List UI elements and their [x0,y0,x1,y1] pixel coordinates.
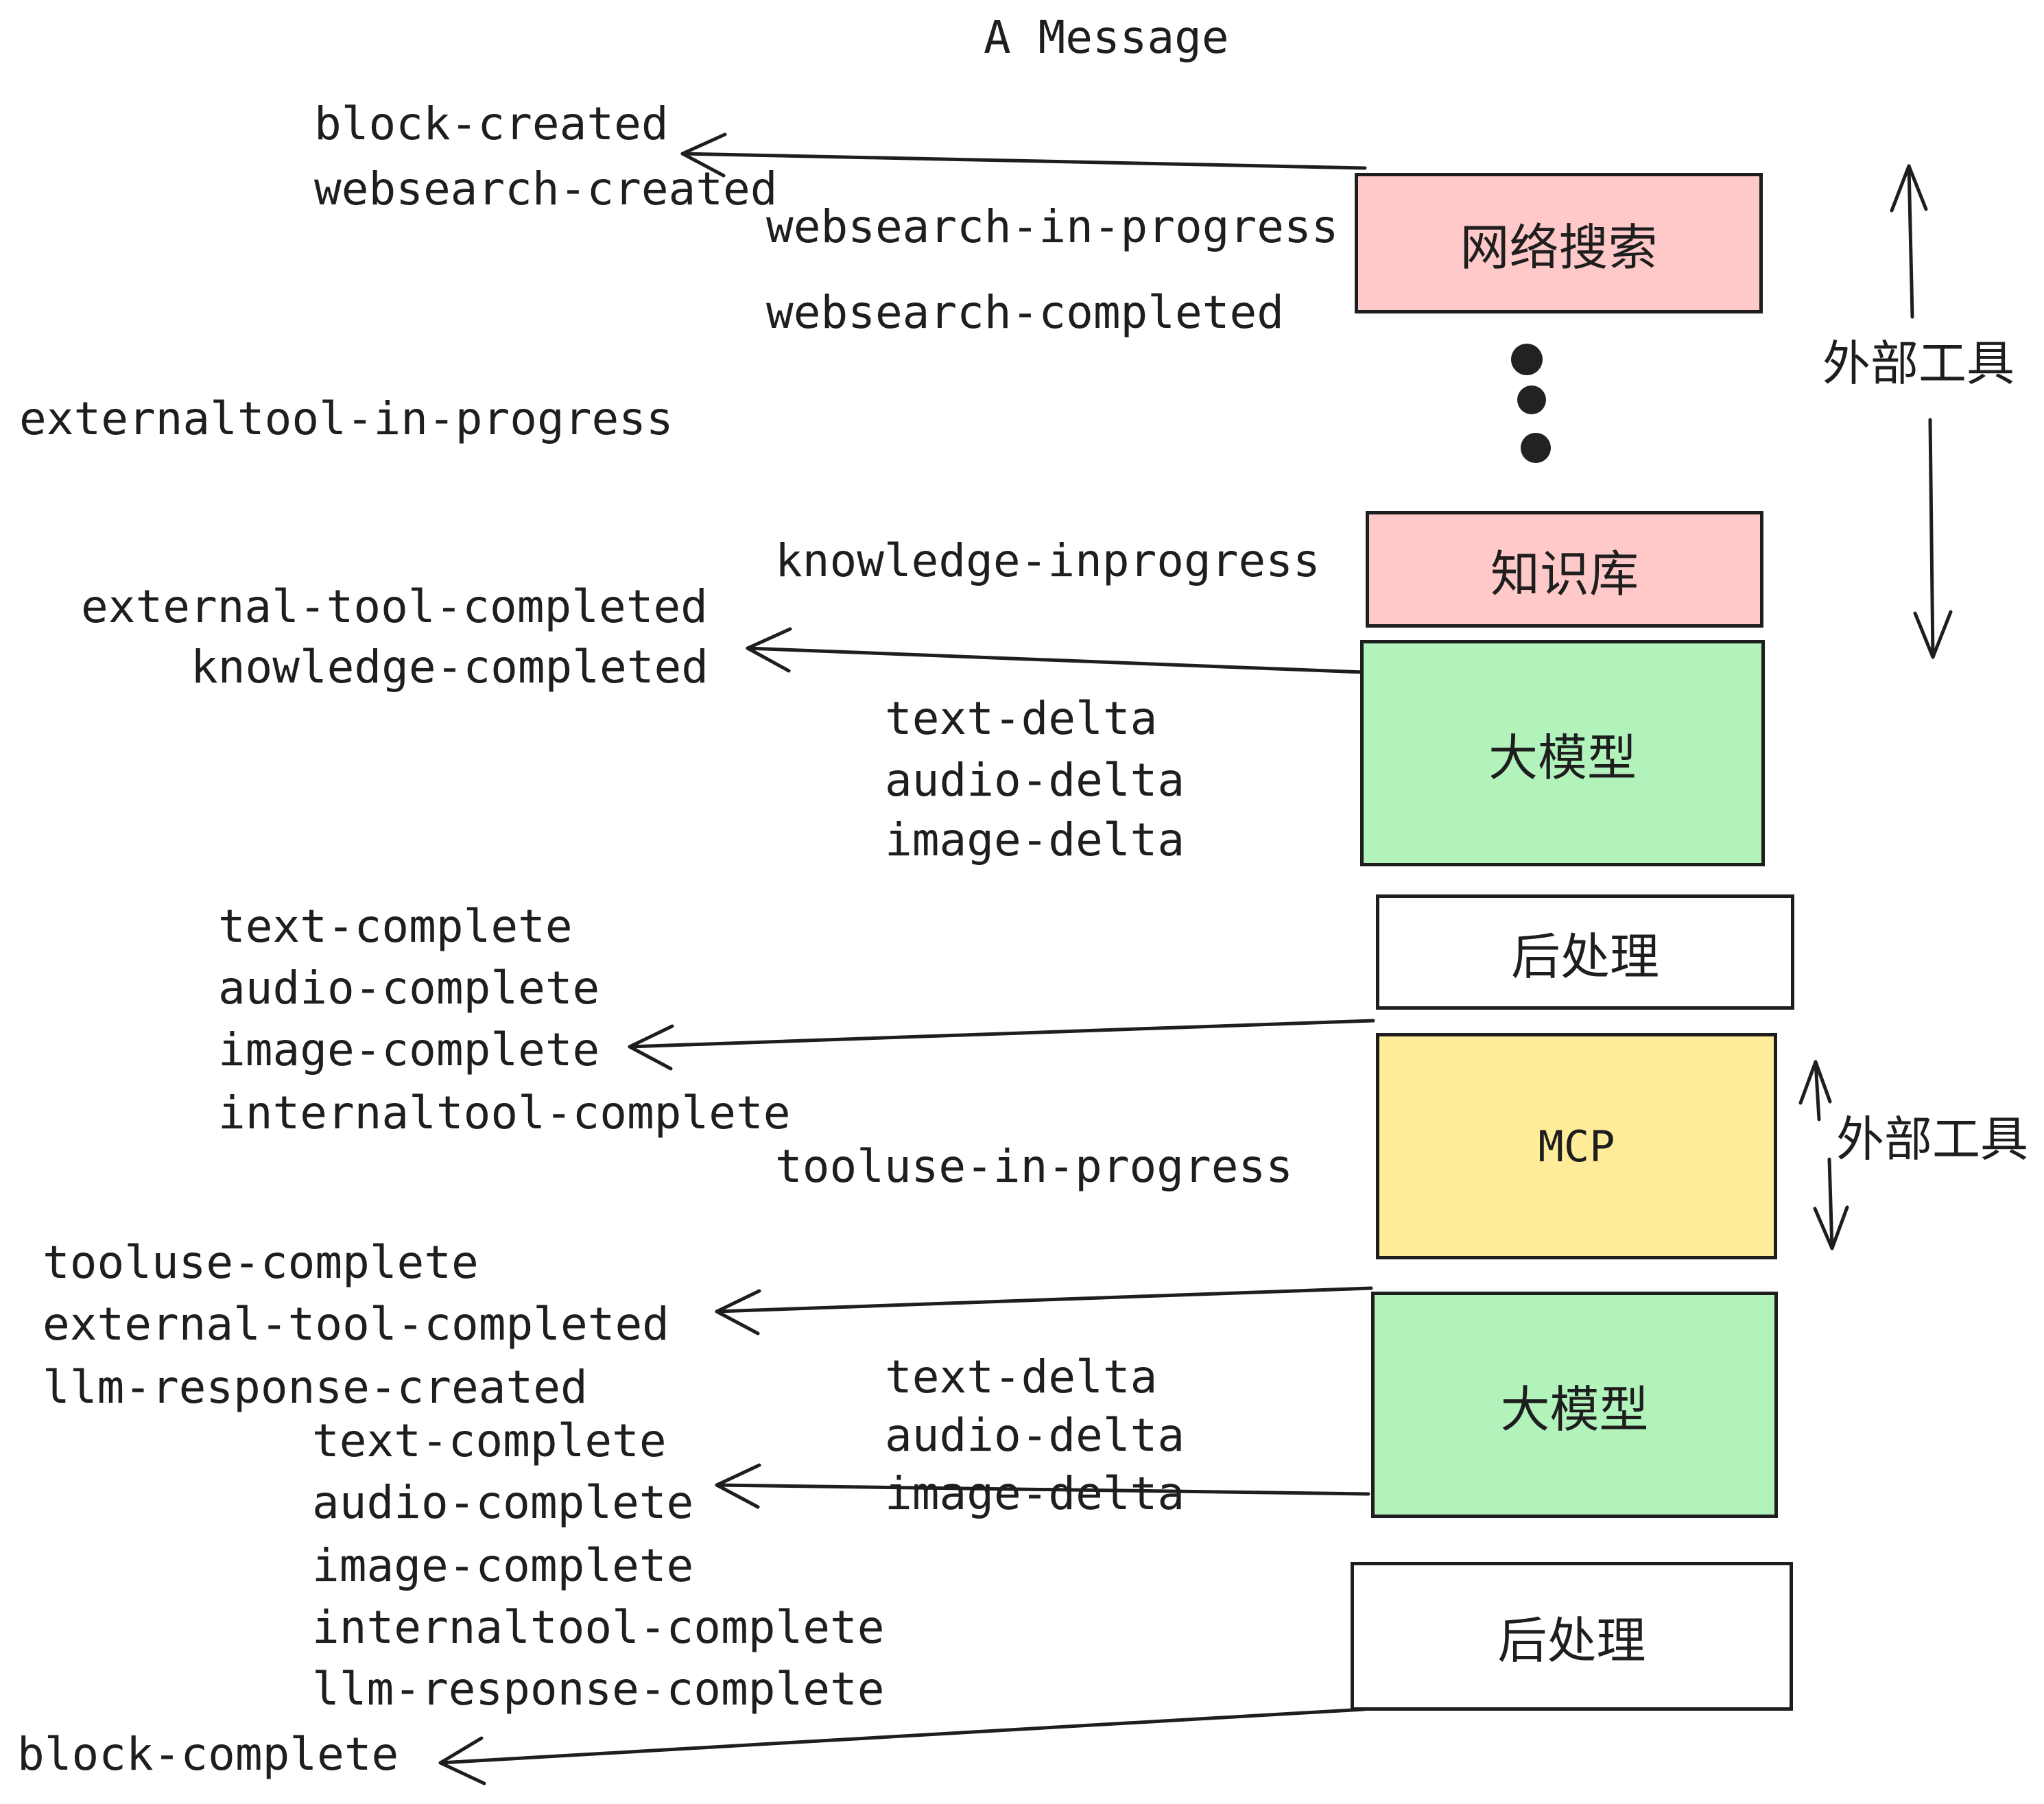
event-websearch-created: websearch-created [314,163,778,215]
event-websearch-in-progress: websearch-in-progress [766,200,1339,253]
event-websearch-completed: websearch-completed [766,286,1284,339]
event-block-created: block-created [314,97,669,150]
event-image-complete-2: image-complete [312,1539,694,1592]
ellipsis-dots [1511,344,1551,463]
event-text-complete-2: text-complete [312,1414,667,1467]
diagram-title: A Message [984,11,1229,64]
event-tooluse-complete: tooluse-complete [43,1236,479,1289]
node-postprocess-2: 后处理 [1351,1562,1793,1711]
event-text-delta-1: text-delta [885,692,1158,745]
event-llm-response-created: llm-response-created [43,1361,588,1414]
node-websearch: 网络搜索 [1355,173,1763,313]
event-text-delta-2: text-delta [885,1351,1158,1403]
node-websearch-label: 网络搜索 [1460,219,1658,276]
annotation-external-tools-2: 外部工具 [1836,1111,2028,1167]
node-llm-2: 大模型 [1371,1292,1778,1518]
event-audio-delta-2: audio-delta [885,1409,1185,1462]
event-internaltool-complete-1: internaltool-complete [218,1087,791,1139]
external-tools-up-arrow-1 [1890,164,1928,319]
node-knowledge: 知识库 [1366,511,1763,628]
event-image-delta-2: image-delta [885,1467,1185,1520]
event-external-tool-completed-1: external-tool-completed [81,580,708,633]
external-tools-down-arrow-1 [1913,418,1953,659]
event-image-complete-1: image-complete [218,1023,600,1076]
node-llm-2-label: 大模型 [1500,1380,1649,1438]
annotation-external-tools-1: 外部工具 [1822,335,2015,392]
node-mcp: MCP [1376,1033,1777,1259]
event-tooluse-in-progress: tooluse-in-progress [775,1140,1293,1193]
event-knowledge-completed: knowledge-completed [191,641,709,693]
event-internaltool-complete-2: internaltool-complete [312,1601,885,1654]
event-external-tool-completed-2: external-tool-completed [43,1298,669,1351]
arrow-to-block-complete [438,1707,1366,1785]
node-knowledge-label: 知识库 [1490,545,1639,603]
event-llm-response-complete: llm-response-complete [312,1663,885,1716]
event-image-delta-1: image-delta [885,814,1185,866]
event-externaltool-in-progress: externaltool-in-progress [19,392,674,445]
node-llm-1-label: 大模型 [1488,728,1637,787]
node-llm-1: 大模型 [1360,640,1765,866]
event-audio-complete-1: audio-complete [218,962,600,1014]
event-block-complete: block-complete [17,1728,399,1781]
arrow-to-knowledge-completed [746,627,1366,674]
event-audio-delta-1: audio-delta [885,754,1185,807]
node-postprocess-1: 后处理 [1376,894,1794,1010]
event-audio-complete-2: audio-complete [312,1476,694,1529]
arrow-to-external-tool-completed [715,1286,1373,1336]
arrow-to-websearch-created [680,132,1367,178]
node-postprocess-2-label: 后处理 [1497,1612,1646,1670]
external-tools-up-arrow-2 [1798,1060,1832,1121]
event-text-complete-1: text-complete [218,900,573,953]
external-tools-down-arrow-2 [1813,1157,1849,1250]
arrow-to-image-complete [628,1019,1375,1071]
node-mcp-label: MCP [1538,1121,1615,1172]
event-knowledge-inprogress: knowledge-inprogress [775,534,1320,587]
node-postprocess-1-label: 后处理 [1510,927,1659,986]
